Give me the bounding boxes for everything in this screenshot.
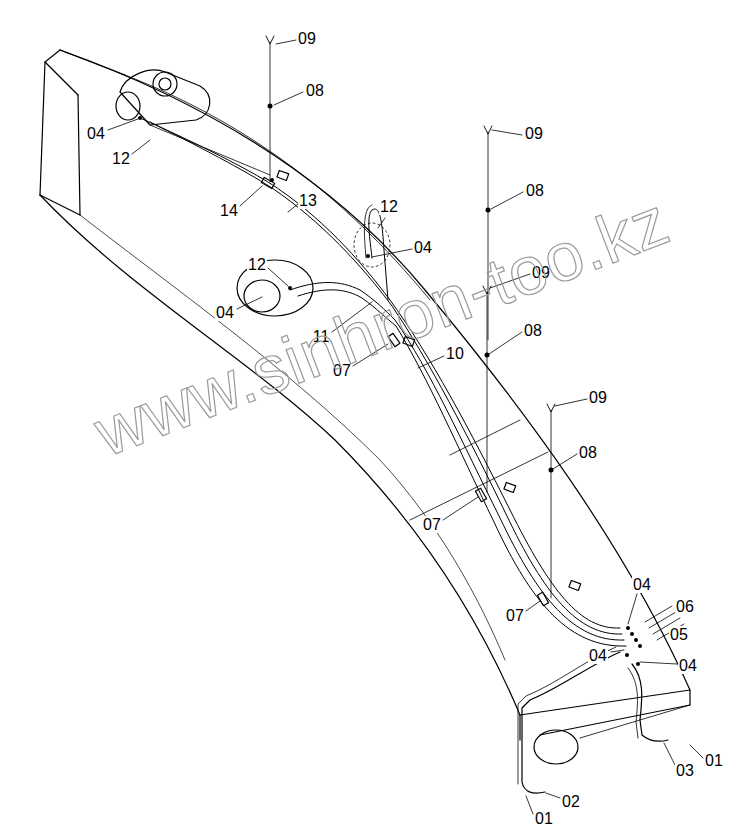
callout-number: 01	[534, 810, 554, 827]
callout-number: 07	[422, 516, 442, 533]
callout-number: 08	[525, 182, 545, 199]
callout-number: 04	[632, 576, 652, 593]
callout-number: 04	[678, 657, 698, 674]
callout-number: 06	[675, 598, 695, 615]
callout-number: 13	[298, 192, 318, 209]
callout-number: 12	[111, 150, 131, 167]
callout-number: 12	[379, 198, 399, 215]
callout-number: 02	[561, 793, 581, 810]
callout-number: 04	[413, 239, 433, 256]
callout-number: 07	[505, 607, 525, 624]
watermark: www.sinhron-too.kz	[86, 183, 679, 468]
callout-number: 08	[578, 444, 598, 461]
callout-number: 09	[588, 389, 608, 406]
callout-number: 04	[86, 125, 106, 142]
callout-number: 01	[704, 752, 724, 769]
callout-number: 04	[215, 304, 235, 321]
callout-number: 03	[675, 762, 695, 779]
callout-number: 04	[588, 647, 608, 664]
callout-number: 14	[219, 202, 239, 219]
callout-number: 10	[445, 345, 465, 362]
callout-number: 09	[297, 30, 317, 47]
callout-number: 09	[524, 125, 544, 142]
callout-number: 08	[523, 322, 543, 339]
callout-number: 05	[669, 626, 689, 643]
callout-number: 12	[247, 256, 267, 273]
callout-number: 08	[305, 82, 325, 99]
